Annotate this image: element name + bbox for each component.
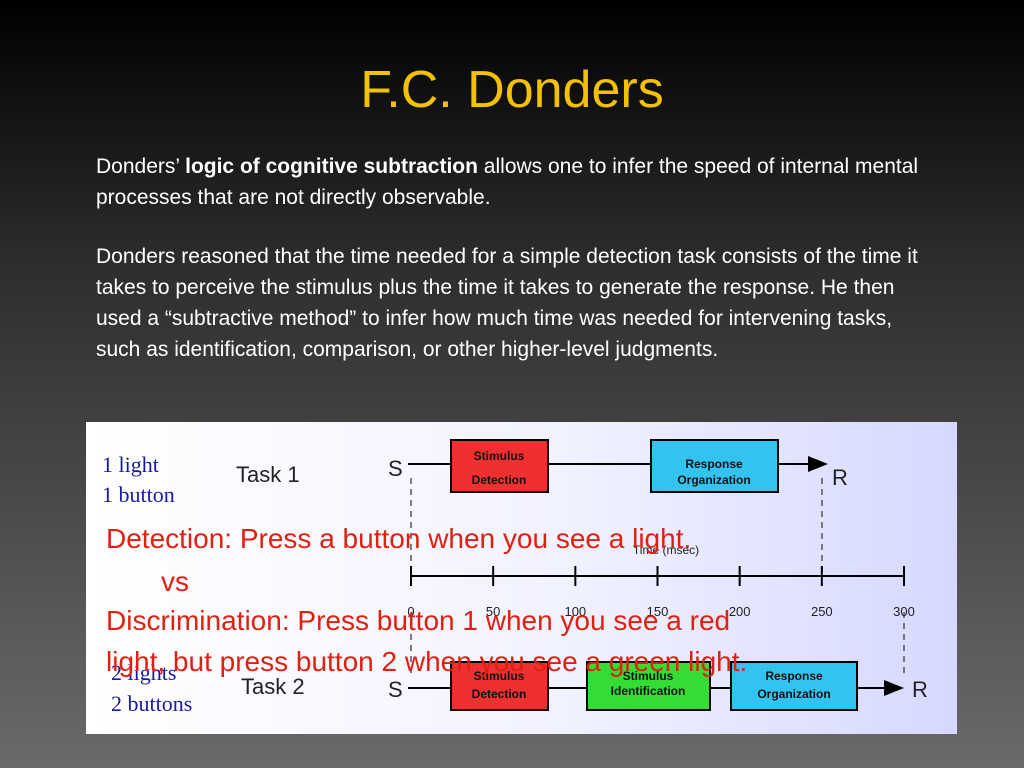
task1-lights-label: 1 light — [102, 452, 159, 477]
task2-label: Task 2 — [241, 674, 305, 699]
task2-detection-box — [450, 661, 549, 711]
intro-bold-term: logic of cognitive subtraction — [185, 155, 478, 178]
detection-text: Press a button when you see a light. — [232, 523, 692, 554]
detection-term: Detection: — [106, 523, 233, 554]
task1-buttons-label: 1 button — [102, 482, 175, 507]
timeline-label: Time (msec) — [633, 543, 699, 557]
intro-paragraph: Donders’ logic of cognitive subtraction … — [96, 151, 936, 213]
task2-box1-line1: Stimulus — [474, 669, 525, 683]
task2-box1-line2: Detection — [472, 687, 527, 701]
task1-box1-line2: Detection — [472, 473, 527, 487]
task2-box2-line1: Stimulus — [623, 669, 674, 683]
timeline-tick-label: 100 — [564, 604, 586, 619]
task1-detection-box — [450, 439, 549, 493]
slide-title: F.C. Donders — [360, 61, 664, 119]
task2-box3-line1: Response — [765, 669, 823, 683]
intro-prefix: Donders’ — [96, 155, 186, 178]
task2-buttons-label: 2 buttons — [111, 691, 192, 716]
task2-end: R — [912, 677, 928, 702]
task1-box2-line1: Response — [685, 457, 743, 471]
timeline-tick-label: 0 — [407, 604, 414, 619]
reasoning-paragraph: Donders reasoned that the time needed fo… — [96, 245, 918, 361]
diagram-svg: 1 light 1 button Task 1 S Stimulus Detec… — [102, 439, 928, 716]
task2-start: S — [388, 677, 403, 702]
task2-box2-line2: Identification — [611, 684, 686, 698]
task2-identification-box — [586, 661, 711, 711]
timeline-tick-label: 150 — [647, 604, 669, 619]
task1-box2-line2: Organization — [677, 473, 750, 487]
timeline-tick-label: 250 — [811, 604, 833, 619]
intro-suffix: allows one to infer the speed of interna… — [96, 155, 919, 209]
timeline-tick-label: 50 — [486, 604, 500, 619]
discrimination-line-2: light, but press button 2 when you see a… — [106, 646, 748, 677]
task1-box1-line1: Stimulus — [474, 449, 525, 463]
vs-label: vs — [161, 566, 189, 597]
task1-label: Task 1 — [236, 462, 300, 487]
timeline-tick-label: 300 — [893, 604, 915, 619]
task1-response-box — [650, 439, 779, 493]
timeline-ticks: 0 50 100 150 200 250 300 — [407, 566, 915, 619]
task2-response-box — [730, 661, 858, 711]
task2-lights-label: 2 lights — [111, 660, 176, 685]
task1-start: S — [388, 456, 403, 481]
donders-diagram: 1 light 1 button Task 1 S Stimulus Detec… — [86, 422, 957, 734]
task1-end: R — [832, 465, 848, 490]
discrimination-term: Discrimination: — [106, 605, 290, 636]
detection-line: Detection: Press a button when you see a… — [106, 522, 691, 556]
timeline-tick-label: 200 — [729, 604, 751, 619]
discrimination-text: Press button 1 when you see a red — [289, 605, 731, 636]
discrimination-line: Discrimination: Press button 1 when you … — [106, 604, 730, 638]
task2-box3-line2: Organization — [757, 687, 830, 701]
